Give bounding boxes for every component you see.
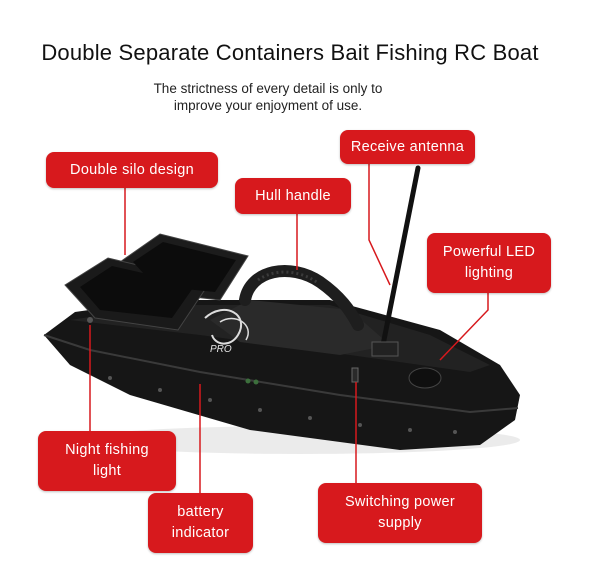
callout-double-silo: Double silo design [46,152,218,188]
callout-switching-power-supply: Switching power supply [318,483,482,543]
callout-night-line-2: light [92,463,122,479]
callout-led-lighting: Powerful LED lighting [427,233,551,293]
boat-hull-rim [43,334,519,414]
callout-double-silo-text: Double silo design [70,161,194,178]
silo-rear-inner [133,242,236,292]
power-switch [351,367,359,383]
callout-battery-line-2: indicator [171,525,230,541]
callout-receive-antenna: Receive antenna [340,130,475,164]
subtitle-line-1: The strictness of every detail is only t… [153,81,383,96]
battery-led-1 [245,378,251,384]
subtitle-line-2: improve your enjoyment of use. [173,98,363,113]
leader-lines [89,164,489,493]
battery-led-2 [253,379,259,385]
callout-receive-antenna-text: Receive antenna [350,138,465,155]
leader-led [439,293,489,361]
receive-antenna [380,165,421,348]
hull-handle [239,265,364,331]
pro-logo: PRO [204,308,249,355]
page-title: Double Separate Containers Bait Fishing … [41,40,539,65]
page-subtitle: The strictness of every detail is only t… [118,80,418,114]
callout-night-fishing-light: Night fishing light [38,431,176,491]
antenna-base [371,341,399,357]
callout-led-line-2: lighting [464,265,514,281]
callout-switch-line-2: supply [378,515,422,531]
callout-hull-handle-text: Hull handle [255,187,331,204]
callout-hull-handle: Hull handle [235,178,351,214]
callout-night-line-1: Night fishing [65,442,149,458]
led-lamp [408,367,442,389]
hull-rivets [108,376,457,434]
hull-handle-grip [257,270,319,285]
callout-battery-line-1: battery [177,504,224,520]
leader-antenna [368,164,391,286]
callout-led-line-1: Powerful LED [442,244,536,260]
night-light [87,317,93,323]
pro-logo-text: PRO [210,344,232,355]
callout-battery-indicator: battery indicator [148,493,253,553]
callout-switch-line-1: Switching power [344,494,456,510]
